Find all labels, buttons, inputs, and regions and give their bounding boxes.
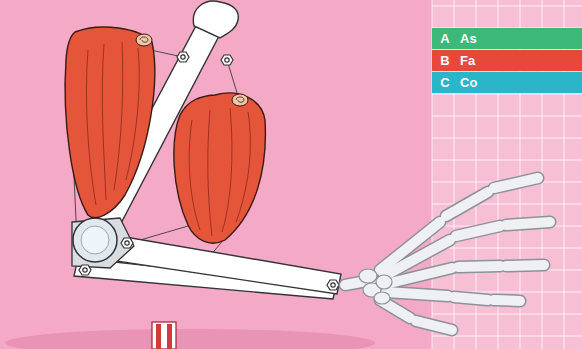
bone-fill xyxy=(345,178,550,330)
hex-nut xyxy=(327,280,339,290)
legend-band: B Fa xyxy=(432,50,582,71)
bone-outline xyxy=(345,178,550,330)
nut-hole xyxy=(181,55,185,59)
elbow-joint xyxy=(72,218,134,268)
legend-band: C Co xyxy=(432,72,582,93)
tendon-spiral xyxy=(140,37,148,42)
carpal xyxy=(359,269,377,283)
muscle-fibres xyxy=(86,42,139,205)
row-letter: A xyxy=(438,31,452,46)
rear-muscle xyxy=(65,27,155,218)
row-letter: B xyxy=(438,53,452,68)
tendon-spiral xyxy=(236,97,244,102)
hex-nut xyxy=(121,238,133,248)
thumb xyxy=(380,300,452,330)
hand-skeleton xyxy=(345,178,550,330)
hex-nut xyxy=(79,265,91,275)
tendon-coil xyxy=(232,94,248,106)
floor-shadow xyxy=(5,329,375,349)
tendon-coil xyxy=(136,34,152,46)
spacer-stripe xyxy=(167,324,172,349)
finger xyxy=(386,265,544,284)
humerus-head xyxy=(193,1,238,38)
muscle xyxy=(65,27,155,218)
spacer xyxy=(152,322,176,349)
row-label: Co xyxy=(460,75,477,90)
carpal xyxy=(376,275,392,289)
muscle-fibres xyxy=(189,108,250,236)
nut-hole xyxy=(331,283,335,287)
row-label: As xyxy=(460,31,477,46)
spacer-stripe xyxy=(156,324,161,349)
finger xyxy=(386,292,520,301)
joint-disc xyxy=(73,218,117,262)
hex-nut xyxy=(177,52,189,62)
row-label: Fa xyxy=(460,53,475,68)
nut-hole xyxy=(225,58,229,62)
finger xyxy=(386,292,520,301)
row-letter: C xyxy=(438,75,452,90)
nut-hole xyxy=(125,241,129,245)
front-muscle xyxy=(174,93,266,243)
thumb xyxy=(380,300,452,330)
carpal xyxy=(374,292,390,304)
joint-bracket xyxy=(72,218,134,268)
finger xyxy=(386,265,544,284)
muscle xyxy=(174,93,266,243)
carpals xyxy=(359,269,392,304)
nut-hole xyxy=(83,268,87,272)
spacer-block xyxy=(152,322,176,349)
joint-hub xyxy=(81,226,109,254)
legend-band: A As xyxy=(432,28,582,49)
hex-nut xyxy=(221,55,233,65)
